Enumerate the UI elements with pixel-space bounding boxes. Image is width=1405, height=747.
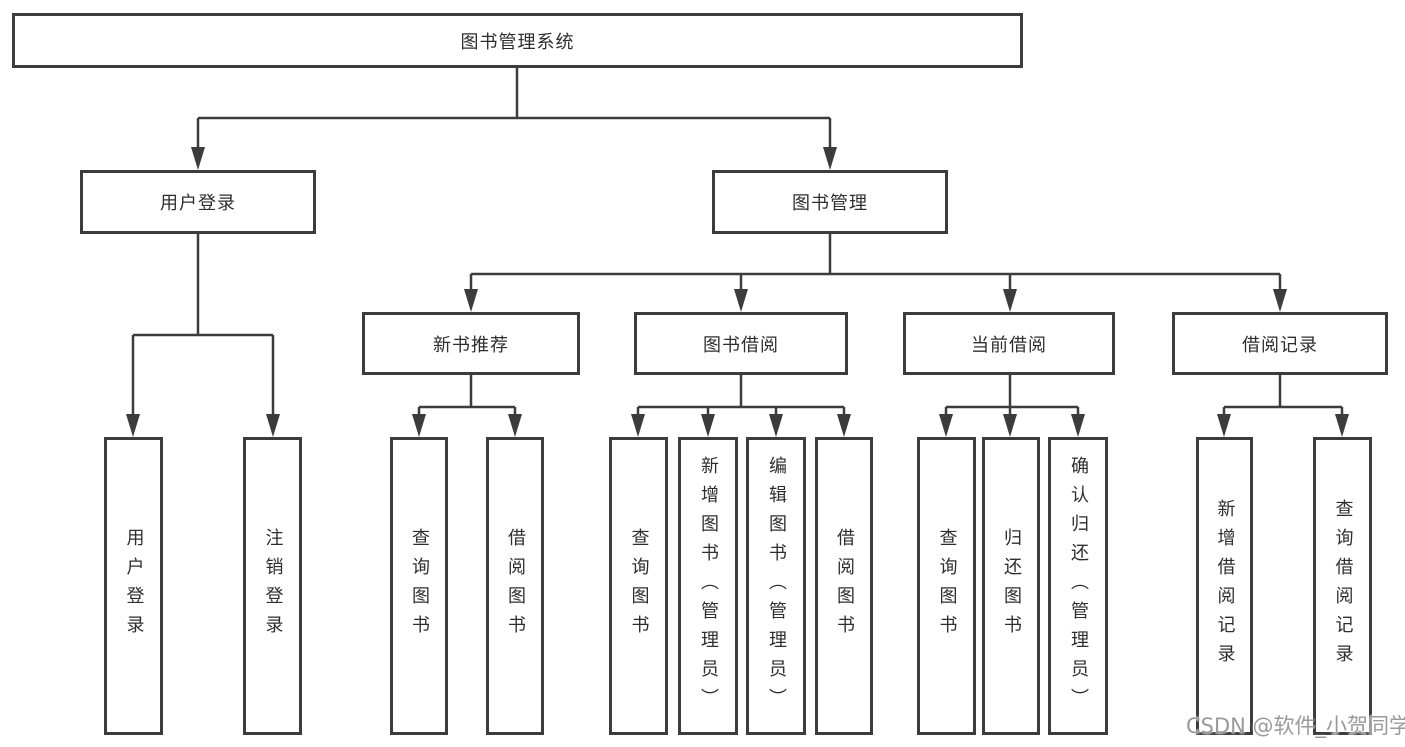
leaf-label: 借阅图书 xyxy=(834,528,855,644)
node-user-login-branch: 用户登录 xyxy=(80,170,316,234)
node-book-borrow: 图书借阅 xyxy=(634,312,848,375)
node-root-library-management-system: 图书管理系统 xyxy=(12,13,1023,68)
leaf-user-login: 用户登录 xyxy=(104,437,163,735)
leaf-edit-books-admin: 编辑图书（管理员） xyxy=(746,437,806,735)
leaf-label: 注销登录 xyxy=(262,528,284,644)
leaf-label: 编辑图书（管理员） xyxy=(766,455,787,717)
leaf-label: 查询图书 xyxy=(409,528,430,644)
arrowhead-icons xyxy=(126,147,1349,437)
csdn-watermark: CSDN @软件_小贺同学 xyxy=(1186,714,1405,738)
leaf-label: 查询图书 xyxy=(936,528,958,644)
leaf-label: 查询图书 xyxy=(628,528,650,644)
leaf-return-books: 归还图书 xyxy=(982,437,1040,735)
leaf-add-books-admin: 新增图书（管理员） xyxy=(678,437,738,735)
leaf-borrow-books-recommend: 借阅图书 xyxy=(486,437,544,735)
leaf-label: 新增图书（管理员） xyxy=(698,455,719,717)
leaf-label: 借阅图书 xyxy=(505,528,526,644)
node-book-management-branch: 图书管理 xyxy=(712,170,948,234)
leaf-confirm-return-admin: 确认归还（管理员） xyxy=(1048,437,1108,735)
leaf-label: 确认归还（管理员） xyxy=(1068,455,1089,717)
leaf-query-books-current: 查询图书 xyxy=(917,437,976,735)
leaf-query-books-borrow: 查询图书 xyxy=(609,437,668,735)
leaf-query-books-recommend: 查询图书 xyxy=(390,437,448,735)
leaf-label: 用户登录 xyxy=(123,528,145,644)
leaf-add-borrow-record: 新增借阅记录 xyxy=(1196,437,1253,735)
leaf-label: 归还图书 xyxy=(1001,528,1022,644)
node-current-borrow: 当前借阅 xyxy=(903,312,1115,375)
node-new-book-recommend: 新书推荐 xyxy=(362,312,580,375)
leaf-logout: 注销登录 xyxy=(243,437,302,735)
leaf-query-borrow-record: 查询借阅记录 xyxy=(1313,437,1372,735)
leaf-borrow-books: 借阅图书 xyxy=(815,437,873,735)
leaf-label: 查询借阅记录 xyxy=(1332,499,1354,673)
leaf-label: 新增借阅记录 xyxy=(1214,499,1236,673)
node-borrow-records: 借阅记录 xyxy=(1172,312,1388,375)
